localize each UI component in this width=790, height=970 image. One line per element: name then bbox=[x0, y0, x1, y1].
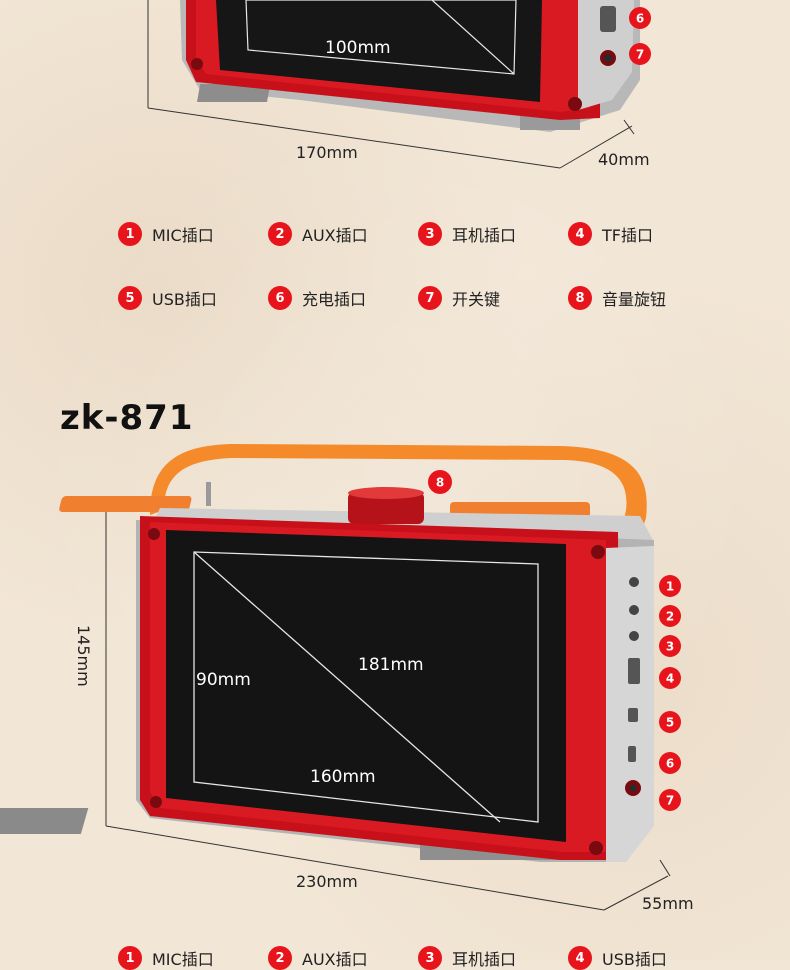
legend-item: 7 开关键 bbox=[418, 286, 568, 310]
knob-badge-8: 8 bbox=[436, 476, 444, 490]
legend-item: 8 音量旋钮 bbox=[568, 286, 718, 310]
legend-num: 6 bbox=[268, 286, 292, 310]
screen-diagonal-label: 181mm bbox=[358, 655, 424, 675]
legend-label: 开关键 bbox=[452, 290, 501, 309]
legend-label: USB插口 bbox=[602, 950, 667, 969]
legend-num: 4 bbox=[568, 222, 592, 246]
legend-item: 1 MIC插口 bbox=[118, 222, 268, 246]
legend-num: 7 bbox=[418, 286, 442, 310]
legend-num: 4 bbox=[568, 946, 592, 970]
legend-item: 2 AUX插口 bbox=[268, 946, 418, 970]
legend-item: 3 耳机插口 bbox=[418, 222, 568, 246]
screen-width-label: 160mm bbox=[310, 767, 376, 787]
top-width-label: 170mm bbox=[296, 143, 358, 162]
legend-label: AUX插口 bbox=[302, 226, 368, 245]
legend-item: 3 耳机插口 bbox=[418, 946, 568, 970]
legend-item: 4 TF插口 bbox=[568, 222, 718, 246]
legend-num: 3 bbox=[418, 222, 442, 246]
port-badge-1: 1 bbox=[666, 580, 674, 594]
port-legend-top: 1 MIC插口 2 AUX插口 3 耳机插口 4 TF插口 5 USB插口 6 充电插口 7… bbox=[118, 222, 738, 310]
port-legend-bottom: 1 MIC插口 2 AUX插口 3 耳机插口 4 USB插口 bbox=[118, 946, 738, 970]
port-badge-2: 2 bbox=[666, 610, 674, 624]
port-badge-3: 3 bbox=[666, 640, 674, 654]
legend-num: 3 bbox=[418, 946, 442, 970]
width-label: 230mm bbox=[296, 872, 358, 891]
legend-label: USB插口 bbox=[152, 290, 217, 309]
legend-num: 2 bbox=[268, 946, 292, 970]
legend-label: 耳机插口 bbox=[452, 226, 517, 245]
legend-num: 1 bbox=[118, 946, 142, 970]
legend-item: 6 充电插口 bbox=[268, 286, 418, 310]
legend-label: 音量旋钮 bbox=[602, 290, 667, 309]
top-port-6: 6 bbox=[636, 12, 644, 26]
model-title: zk-871 bbox=[60, 398, 194, 438]
depth-label: 55mm bbox=[642, 894, 694, 913]
legend-label: AUX插口 bbox=[302, 950, 368, 969]
legend-label: MIC插口 bbox=[152, 950, 214, 969]
top-port-7: 7 bbox=[636, 48, 644, 62]
legend-label: MIC插口 bbox=[152, 226, 214, 245]
legend-item: 2 AUX插口 bbox=[268, 222, 418, 246]
port-badge-6: 6 bbox=[666, 757, 674, 771]
port-badge-4: 4 bbox=[666, 672, 674, 686]
port-badge-7: 7 bbox=[666, 794, 674, 808]
port-badge-5: 5 bbox=[666, 716, 674, 730]
legend-item: 5 USB插口 bbox=[118, 286, 268, 310]
height-label: 145mm bbox=[74, 625, 93, 687]
screen-height-label: 90mm bbox=[196, 670, 251, 690]
top-depth-label: 40mm bbox=[598, 150, 650, 169]
legend-num: 5 bbox=[118, 286, 142, 310]
top-screen-width-label: 100mm bbox=[325, 38, 391, 58]
legend-label: TF插口 bbox=[602, 226, 653, 245]
legend-num: 1 bbox=[118, 222, 142, 246]
legend-item: 1 MIC插口 bbox=[118, 946, 268, 970]
legend-label: 耳机插口 bbox=[452, 950, 517, 969]
legend-num: 8 bbox=[568, 286, 592, 310]
legend-label: 充电插口 bbox=[302, 290, 367, 309]
legend-item: 4 USB插口 bbox=[568, 946, 718, 970]
legend-num: 2 bbox=[268, 222, 292, 246]
